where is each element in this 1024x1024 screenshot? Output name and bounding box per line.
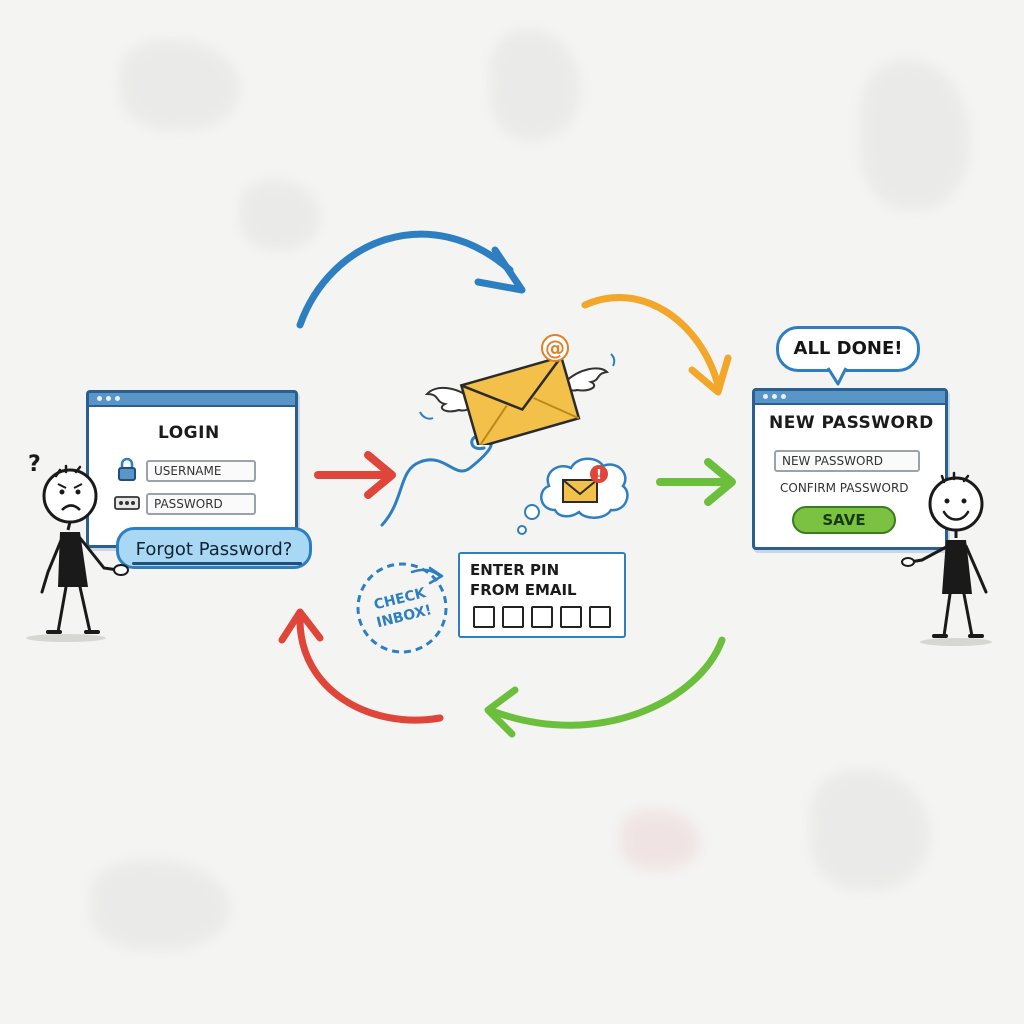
pin-digit-input[interactable] — [589, 606, 611, 628]
background-smudge — [810, 770, 930, 890]
winged-envelope-icon: @ — [419, 334, 616, 445]
red-arc-arrowhead — [278, 608, 324, 644]
pin-card-text: ENTER PIN FROM EMAIL — [470, 560, 577, 600]
background-smudge — [860, 60, 970, 210]
blue-arrowhead — [474, 246, 526, 294]
green-arrowhead — [704, 458, 736, 506]
login-window-titlebar — [89, 393, 295, 407]
background-smudge — [120, 40, 240, 130]
background-smudge — [620, 810, 700, 870]
confirm-password-field[interactable]: CONFIRM PASSWORD — [780, 481, 909, 495]
new-password-window-titlebar — [755, 391, 945, 405]
email-trail-squiggle — [380, 434, 493, 527]
new-password-field[interactable]: NEW PASSWORD — [774, 450, 920, 472]
thought-bubble-envelope-icon: ! — [540, 457, 629, 519]
orange-arrowhead — [688, 354, 732, 396]
at-badge: @ — [545, 336, 565, 360]
pin-digit-input[interactable] — [531, 606, 553, 628]
check-inbox-circle — [356, 562, 448, 654]
confused-question-mark: ? — [28, 452, 41, 477]
speech-bubble-tail — [826, 366, 848, 386]
password-dots-icon — [114, 496, 140, 510]
lock-icon — [118, 457, 136, 481]
background-smudge — [90, 860, 230, 950]
background-smudge — [490, 30, 580, 140]
pin-digit-input[interactable] — [502, 606, 524, 628]
forgot-password-underline — [132, 562, 302, 565]
login-title: LOGIN — [158, 423, 220, 443]
pin-card-line2: FROM EMAIL — [470, 581, 577, 599]
green-arc-arrow — [491, 636, 726, 729]
red-arc-arrow — [296, 616, 444, 724]
password-field[interactable]: PASSWORD — [146, 493, 256, 515]
alert-badge: ! — [596, 468, 602, 483]
username-field[interactable]: USERNAME — [146, 460, 256, 482]
new-password-title: NEW PASSWORD — [769, 413, 934, 433]
all-done-speech-bubble: ALL DONE! — [776, 326, 920, 372]
stick-figure-happy — [901, 471, 992, 646]
pin-digit-input[interactable] — [560, 606, 582, 628]
red-arrowhead — [364, 451, 396, 499]
save-button[interactable]: SAVE — [792, 506, 896, 534]
green-arc-arrowhead — [484, 686, 519, 738]
blue-arc-arrow — [296, 230, 514, 329]
pin-digit-input[interactable] — [473, 606, 495, 628]
pin-card-line1: ENTER PIN — [470, 561, 560, 579]
stick-figure-confused — [26, 464, 129, 642]
orange-arc-arrow — [581, 293, 722, 389]
background-smudge — [240, 180, 320, 250]
